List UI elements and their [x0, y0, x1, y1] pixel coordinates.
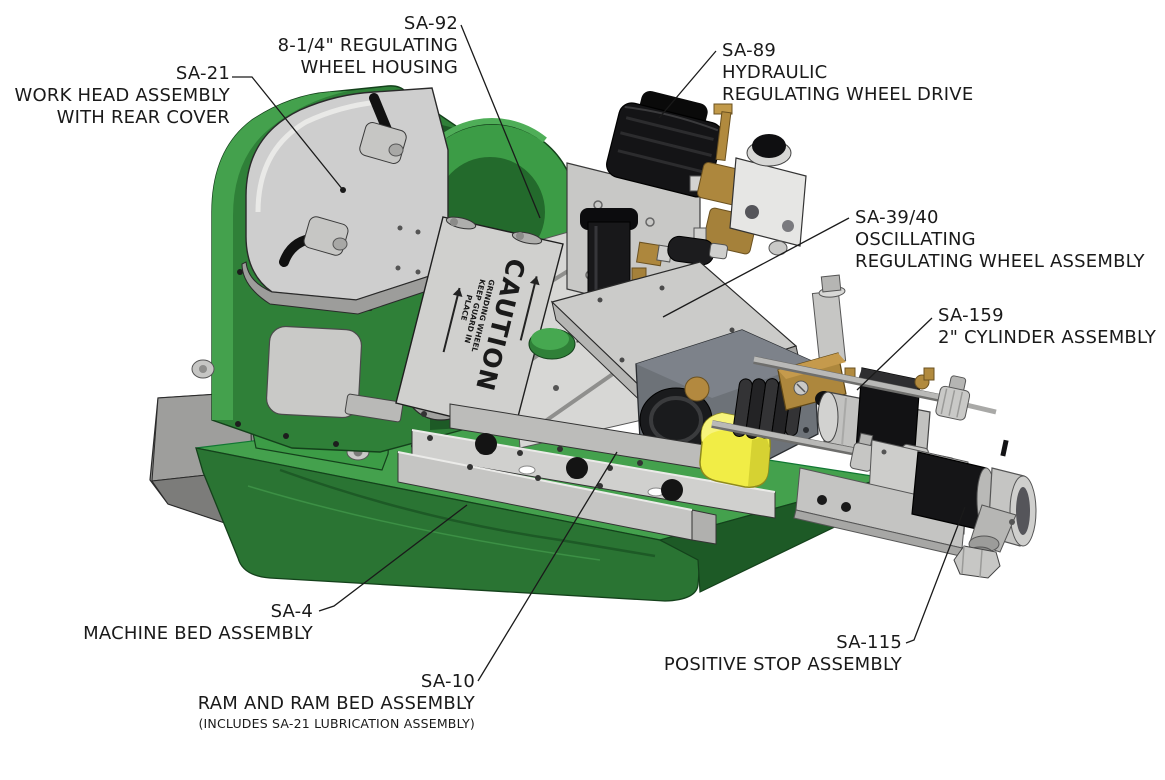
part-note: (INCLUDES SA-21 LUBRICATION ASSEMBLY): [198, 716, 475, 731]
leader-sa92: [460, 24, 541, 219]
callout-sa92: SA-92 8-1/4" REGULATING WHEEL HOUSING: [278, 13, 458, 79]
leader-lines: [232, 24, 966, 682]
leader-sa115: [905, 506, 966, 644]
cover-screws: [395, 225, 421, 275]
valve-cap: [752, 134, 786, 158]
part-code: SA-10: [420, 671, 475, 692]
leader-sa10: [477, 451, 618, 682]
rod-adjuster-knob: [935, 375, 971, 421]
part-desc: HYDRAULIC: [722, 62, 828, 83]
caution-arrows: [442, 276, 540, 353]
part-desc: 8-1/4" REGULATING: [277, 35, 458, 56]
callout-sa10: SA-10 RAM AND RAM BED ASSEMBLY (INCLUDES…: [198, 671, 475, 732]
dome-nuts: [475, 433, 683, 501]
caution-guard-plate: CAUTION GRINDING WHEEL KEEP GUARD IN PLA…: [395, 216, 564, 433]
cover-latch-top: [359, 93, 407, 164]
leader-sa89: [658, 50, 717, 119]
part-desc: REGULATING WHEEL ASSEMBLY: [855, 251, 1145, 272]
leader-sa3940: [662, 217, 850, 318]
part-code: SA-21: [175, 63, 230, 84]
plate-slot: [445, 216, 543, 245]
leader-sa159: [856, 317, 933, 391]
rod-adjuster: [849, 432, 876, 472]
work-head-cover: [241, 87, 449, 315]
callout-sa115: SA-115 POSITIVE STOP ASSEMBLY: [664, 632, 902, 676]
part-desc: OSCILLATING: [855, 229, 976, 250]
part-desc: 2" CYLINDER ASSEMBLY: [938, 327, 1157, 348]
callout-sa21: SA-21 WORK HEAD ASSEMBLY WITH REAR COVER: [15, 63, 230, 129]
ram-bed-rails: [397, 403, 776, 545]
part-desc: WHEEL HOUSING: [300, 57, 458, 78]
callout-sa159: SA-159 2" CYLINDER ASSEMBLY: [938, 305, 1156, 349]
part-desc: RAM AND RAM BED ASSEMBLY: [197, 693, 475, 714]
positive-stop: [911, 439, 1037, 579]
callout-sa4: SA-4 MACHINE BED ASSEMBLY: [83, 601, 313, 645]
leader-sa4: [318, 504, 468, 612]
stop-hex-nut: [953, 545, 1001, 579]
part-desc: WITH REAR COVER: [56, 107, 230, 128]
hydraulic-drive-motor: [606, 90, 723, 198]
oscillator-fitting: [631, 235, 728, 285]
valve-block: [729, 134, 807, 256]
part-code: SA-159: [938, 305, 1004, 326]
part-code: SA-115: [836, 632, 902, 653]
part-code: SA-89: [722, 40, 777, 61]
part-desc: POSITIVE STOP ASSEMBLY: [663, 654, 902, 675]
front-cover-box: [265, 325, 363, 419]
cover-latch-front: [279, 216, 349, 267]
flow-valve-block: [777, 274, 856, 411]
part-code: SA-92: [403, 13, 458, 34]
part-desc: MACHINE BED ASSEMBLY: [83, 623, 313, 644]
bronze-port: [684, 376, 710, 402]
callout-sa89: SA-89 HYDRAULIC REGULATING WHEEL DRIVE: [722, 40, 973, 106]
part-desc: WORK HEAD ASSEMBLY: [14, 85, 230, 106]
leader-sa21: [232, 76, 344, 191]
part-code: SA-39/40: [855, 207, 939, 228]
part-code: SA-4: [270, 601, 313, 622]
callout-sa3940: SA-39/40 OSCILLATING REGULATING WHEEL AS…: [855, 207, 1145, 273]
part-desc: REGULATING WHEEL DRIVE: [722, 84, 974, 105]
